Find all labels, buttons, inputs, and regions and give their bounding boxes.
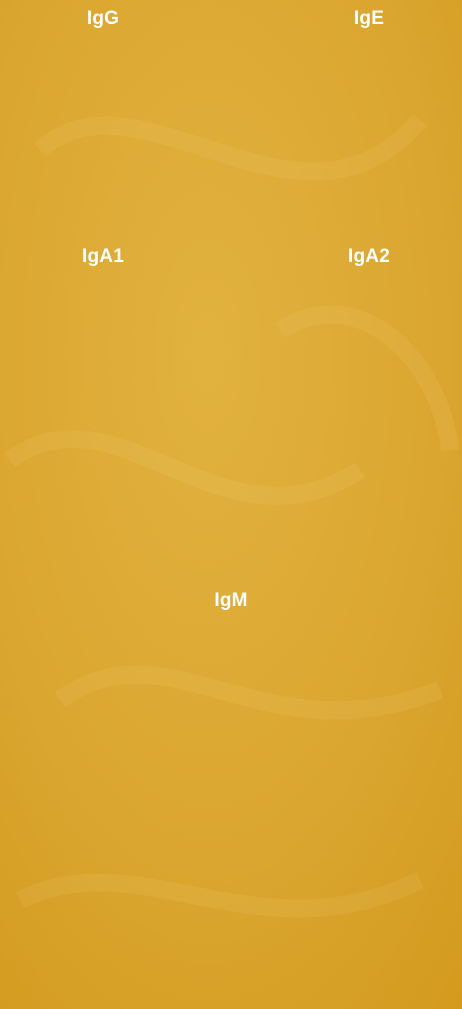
iga1-label: IgA1 [82,246,124,268]
igm-label: IgM [214,590,247,612]
iga2-label: IgA2 [348,246,390,268]
igg-label: IgG [87,8,119,30]
ige-label: IgE [354,8,384,30]
